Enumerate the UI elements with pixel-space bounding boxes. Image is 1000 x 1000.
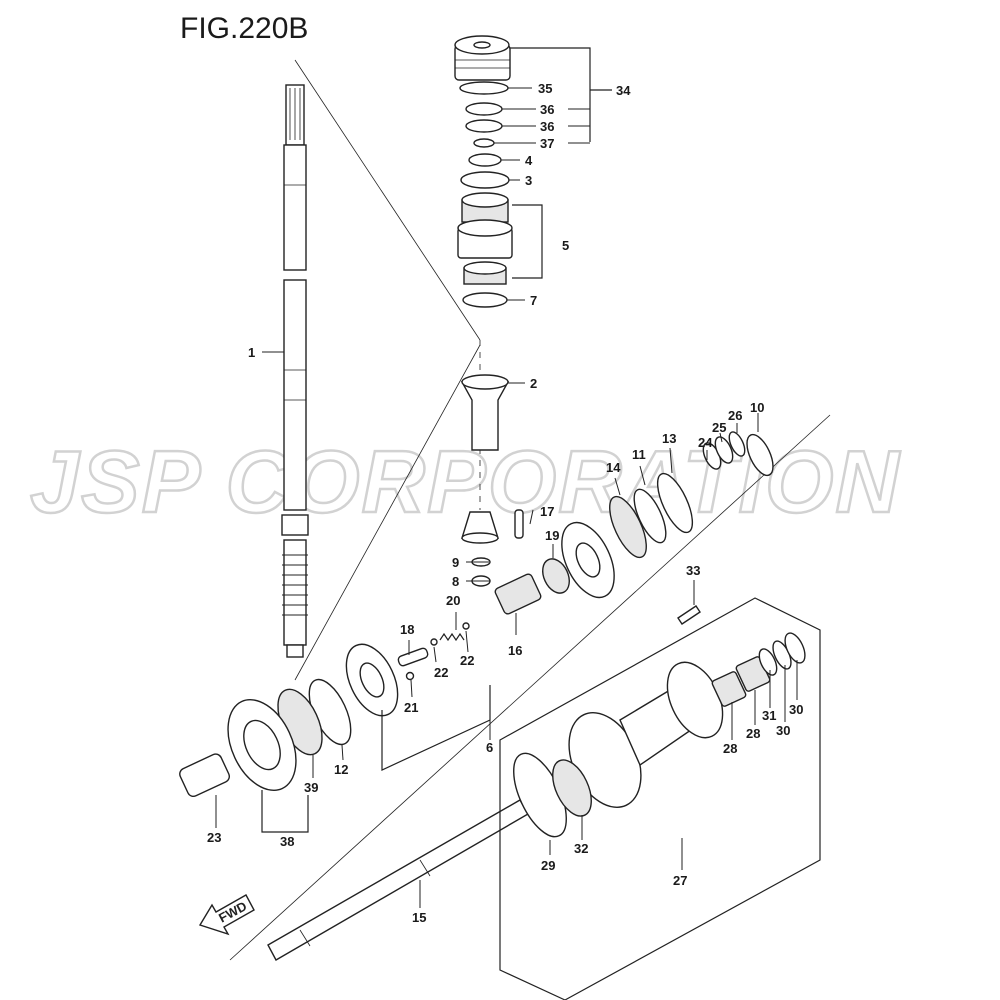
forward-bevel-gear bbox=[561, 521, 615, 599]
callout-9: 9 bbox=[452, 555, 459, 570]
bearing-assembly-5 bbox=[457, 192, 513, 285]
callout-11: 11 bbox=[632, 447, 646, 462]
callout-36b: 36 bbox=[540, 119, 554, 134]
callout-31: 31 bbox=[762, 708, 776, 723]
callout-35: 35 bbox=[538, 81, 552, 96]
callout-2: 2 bbox=[530, 376, 537, 391]
fwd-arrow-icon: FWD bbox=[198, 894, 255, 936]
callout-5: 5 bbox=[562, 238, 569, 253]
callout-28b: 28 bbox=[723, 741, 737, 756]
callout-3: 3 bbox=[525, 173, 532, 188]
washer-11 bbox=[633, 488, 667, 544]
callout-25: 25 bbox=[712, 420, 726, 435]
callout-34: 34 bbox=[616, 83, 631, 98]
callout-32: 32 bbox=[574, 841, 588, 856]
figure-title: FIG.220B bbox=[180, 12, 309, 45]
callout-6: 6 bbox=[486, 740, 493, 755]
group-brackets bbox=[261, 47, 612, 833]
pin-17 bbox=[514, 509, 524, 539]
callout-20: 20 bbox=[446, 593, 460, 608]
leader-lines bbox=[215, 87, 798, 908]
callout-30b: 30 bbox=[776, 723, 790, 738]
callout-8: 8 bbox=[452, 574, 459, 589]
bearing-housing-34 bbox=[454, 35, 511, 81]
callout-19: 19 bbox=[545, 528, 559, 543]
shim-13 bbox=[656, 472, 694, 534]
ring-7 bbox=[462, 292, 508, 308]
callout-16: 16 bbox=[508, 643, 522, 658]
ball-21 bbox=[405, 671, 415, 681]
callout-10: 10 bbox=[750, 400, 764, 415]
callout-33: 33 bbox=[686, 563, 700, 578]
bolt-33 bbox=[677, 605, 701, 625]
rings-24-26 bbox=[702, 431, 746, 470]
callout-15: 15 bbox=[412, 910, 426, 925]
sleeve-2 bbox=[460, 374, 510, 451]
bushing-23 bbox=[179, 753, 231, 798]
spring-20 bbox=[439, 632, 465, 642]
gearcase-27-outline bbox=[499, 597, 821, 1000]
callout-38: 38 bbox=[280, 834, 294, 849]
callout-labels: 34 35 36 36 37 4 3 5 7 2 1 17 19 9 8 20 … bbox=[207, 81, 803, 925]
callout-27: 27 bbox=[673, 873, 687, 888]
callout-26: 26 bbox=[728, 408, 742, 423]
propeller-shaft bbox=[267, 799, 529, 961]
bearing-case-38 bbox=[227, 698, 297, 792]
callout-30a: 30 bbox=[789, 702, 803, 717]
callout-36a: 36 bbox=[540, 102, 554, 117]
callout-1: 1 bbox=[248, 345, 255, 360]
seals-30-31 bbox=[758, 632, 806, 676]
seal-rings-35-37 bbox=[459, 81, 509, 148]
callout-4: 4 bbox=[525, 153, 533, 168]
watermark-text: JSP CORPORATION bbox=[30, 432, 901, 531]
callout-7: 7 bbox=[530, 293, 537, 308]
callout-24: 24 bbox=[698, 435, 713, 450]
callout-12: 12 bbox=[334, 762, 348, 777]
callout-28a: 28 bbox=[746, 726, 760, 741]
pinion-gear bbox=[461, 511, 499, 544]
callout-13: 13 bbox=[662, 431, 676, 446]
reverse-gear bbox=[345, 643, 399, 717]
callout-29: 29 bbox=[541, 858, 555, 873]
callout-17: 17 bbox=[540, 504, 554, 519]
drive-shaft bbox=[281, 84, 309, 658]
balls-22 bbox=[430, 622, 470, 646]
bearing-19 bbox=[542, 558, 570, 594]
shim-4-and-bearing-3 bbox=[460, 153, 510, 189]
callout-23: 23 bbox=[207, 830, 221, 845]
callout-37: 37 bbox=[540, 136, 554, 151]
bearing-32 bbox=[552, 759, 592, 817]
callout-22b: 22 bbox=[460, 653, 474, 668]
clutch-dog-16 bbox=[494, 573, 542, 615]
callout-39: 39 bbox=[304, 780, 318, 795]
ring-10 bbox=[746, 433, 774, 477]
pin-18 bbox=[397, 647, 429, 667]
callout-22a: 22 bbox=[434, 665, 448, 680]
callout-18: 18 bbox=[400, 622, 414, 637]
callout-14: 14 bbox=[606, 460, 621, 475]
callout-21: 21 bbox=[404, 700, 418, 715]
